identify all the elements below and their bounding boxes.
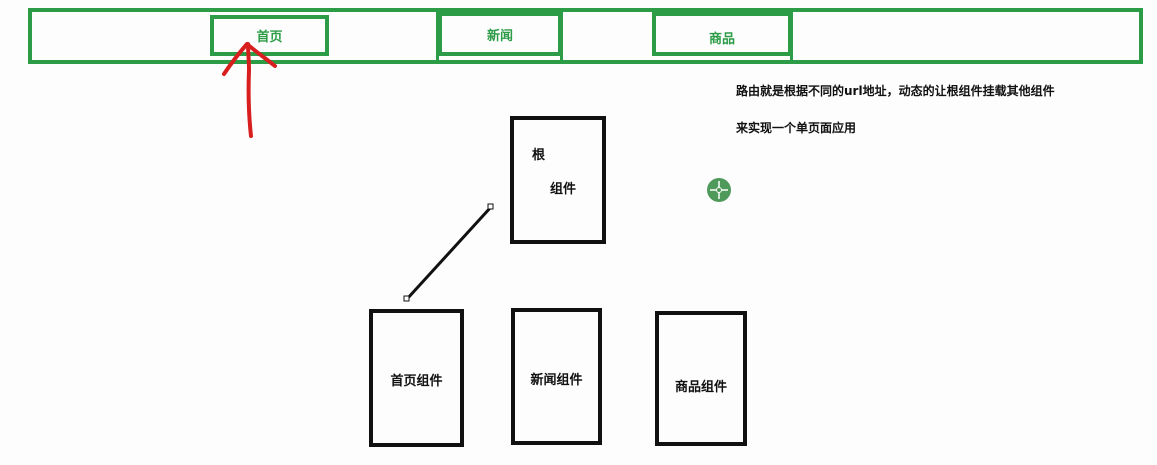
- explanation-text: 来实现一个单页面应用: [736, 121, 857, 135]
- root-component-box: 根 组件: [510, 116, 606, 244]
- line-handle[interactable]: [487, 203, 494, 210]
- nav-item-news-label: 新闻: [486, 29, 513, 44]
- nav-item-goods-label: 商品: [708, 32, 735, 47]
- root-component-label: 组件: [550, 182, 577, 197]
- nav-divider: [790, 12, 793, 60]
- news-component-box: 新闻组件: [511, 308, 602, 445]
- news-component-label: 新闻组件: [530, 373, 583, 388]
- move-cursor-icon: [707, 178, 731, 202]
- home-component-box: 首页组件: [369, 309, 464, 447]
- nav-bar: 首页 新闻 商品: [28, 8, 1143, 64]
- nav-item-home-label: 首页: [256, 30, 283, 45]
- line-handle[interactable]: [403, 295, 410, 302]
- nav-divider: [436, 12, 439, 60]
- red-up-arrow-icon: [222, 42, 277, 138]
- connector-line: [403, 203, 494, 302]
- home-component-label: 首页组件: [390, 374, 443, 389]
- nav-divider: [560, 12, 563, 60]
- nav-item-home[interactable]: 首页: [210, 15, 329, 56]
- explanation-text: 路由就是根据不同的url地址，动态的让根组件挂载其他组件: [736, 84, 1055, 98]
- goods-component-label: 商品组件: [674, 380, 727, 395]
- root-label: 根: [532, 148, 546, 163]
- goods-component-box: 商品组件: [655, 311, 747, 446]
